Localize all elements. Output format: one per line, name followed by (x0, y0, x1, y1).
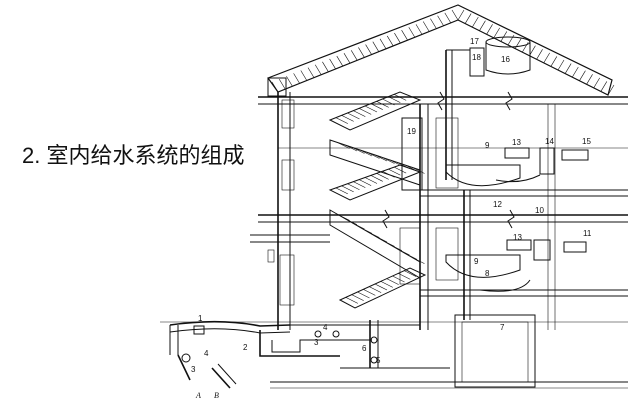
callout-11: 11 (583, 229, 592, 238)
callout-10: 10 (535, 206, 544, 215)
callout-14: 14 (545, 137, 554, 146)
sanitary-fixtures (445, 36, 589, 278)
callout-2: 2 (243, 343, 248, 352)
valves (181, 325, 378, 364)
callout-7: 7 (500, 323, 505, 332)
callout-17: 17 (470, 37, 479, 46)
interior-walls (399, 104, 556, 330)
callout-8: 8 (485, 269, 490, 278)
callout-3a: 3 (191, 365, 196, 374)
callout-4b: 4 (323, 323, 328, 332)
callout-labels: 1 2 3 4 4 3 5 6 7 8 9 9 10 11 12 13 13 1… (191, 37, 592, 400)
callout-13a: 13 (512, 138, 521, 147)
callout-18: 18 (472, 53, 481, 62)
water-pipes (169, 49, 541, 389)
flow-label-a: A (195, 391, 201, 400)
roof (267, 4, 615, 97)
callout-12: 12 (493, 200, 502, 209)
slide-title: 2. 室内给水系统的组成 (22, 143, 245, 168)
callout-4a: 4 (204, 349, 209, 358)
callout-16: 16 (501, 55, 510, 64)
callout-5: 5 (376, 356, 381, 365)
callout-1: 1 (198, 314, 203, 323)
callout-19: 19 (407, 127, 416, 136)
ground-foundation (160, 314, 628, 389)
flow-label-b: B (214, 391, 219, 400)
callout-9a: 9 (485, 141, 490, 150)
callout-6: 6 (362, 344, 367, 353)
callout-13b: 13 (513, 233, 522, 242)
callout-3b: 3 (314, 338, 319, 347)
staircase (328, 91, 427, 309)
floor-slabs (258, 91, 628, 297)
callout-9b: 9 (474, 257, 479, 266)
building-facade (250, 92, 330, 330)
callout-15: 15 (582, 137, 591, 146)
